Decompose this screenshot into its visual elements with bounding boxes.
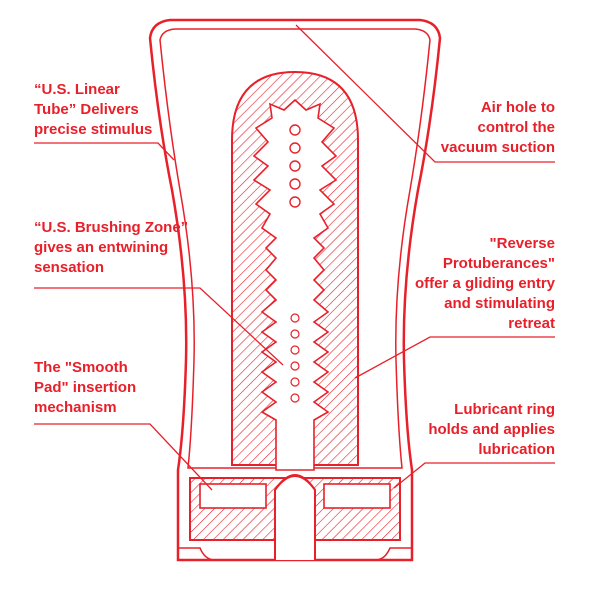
label-reverse-protuberances: "Reverse Protuberances" offer a gliding … bbox=[414, 235, 555, 332]
smooth-pad-right bbox=[323, 483, 391, 509]
outer-cup-shell bbox=[148, 18, 442, 562]
brushing-zone-dots bbox=[289, 124, 301, 208]
inner-canal bbox=[252, 98, 338, 471]
insertion-opening bbox=[274, 475, 316, 560]
label-linear-tube: “U.S. Linear Tube” Delivers precise stim… bbox=[34, 81, 153, 138]
label-lubricant-ring: Lubricant ring holds and applies lubrica… bbox=[428, 401, 555, 458]
label-air-hole: Air hole to control the vacuum suction bbox=[440, 99, 555, 156]
inner-cup-shell bbox=[159, 28, 431, 469]
label-brushing-zone: “U.S. Brushing Zone” gives an entwining … bbox=[34, 219, 189, 276]
label-smooth-pad: The "Smooth Pad" insertion mechanism bbox=[34, 359, 137, 416]
lower-canal-dots bbox=[290, 313, 300, 403]
base-bottom bbox=[178, 547, 412, 561]
leader-lines bbox=[34, 24, 555, 491]
